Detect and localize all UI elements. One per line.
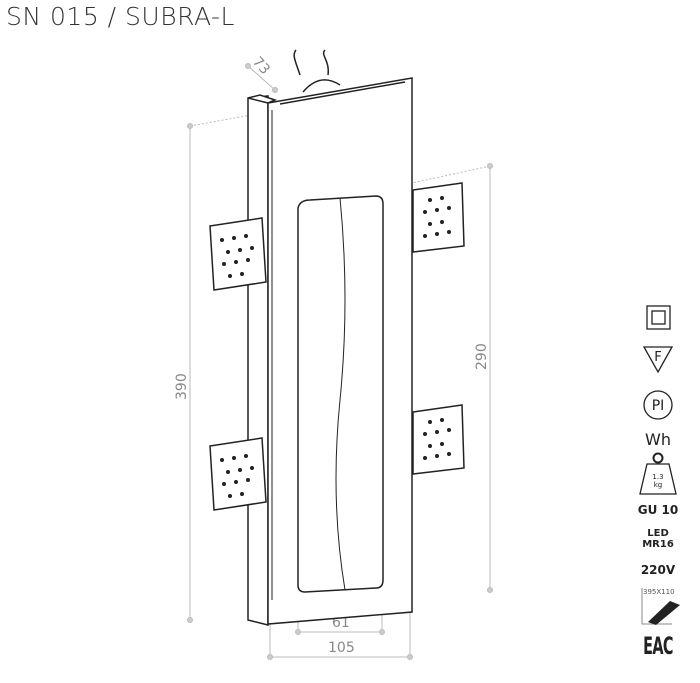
fixture-body [209, 49, 465, 626]
dim-opening-height: 290 [474, 343, 490, 370]
weight-value: 1.3 [652, 473, 664, 481]
dim-depth: 73 [249, 54, 273, 78]
lamp-line1: LED [647, 528, 669, 539]
svg-text:PI: PI [652, 398, 665, 414]
class-ii-double-square-icon [646, 305, 671, 330]
product-title: SN 015 / SUBRA-L [6, 2, 235, 31]
socket-label: GU 10 [637, 503, 679, 517]
lamp-line2: MR16 [642, 539, 674, 550]
bracket-holes [220, 196, 451, 498]
svg-text:F: F [654, 350, 661, 365]
f-mark-triangle-icon: F [642, 346, 674, 373]
dimension-lines [187, 63, 493, 660]
dim-width: 105 [328, 640, 355, 656]
cutout-size: 395X110 [643, 588, 675, 596]
pi-circle-icon: PI [643, 390, 673, 420]
weight-unit: kg [653, 481, 663, 489]
voltage-label: 220V [640, 563, 676, 577]
eac-mark-icon: EAC [643, 632, 673, 660]
cut-out-saw-icon: 395X110 [628, 587, 688, 627]
color-label: Wh [645, 430, 671, 449]
dim-height: 390 [174, 373, 190, 400]
